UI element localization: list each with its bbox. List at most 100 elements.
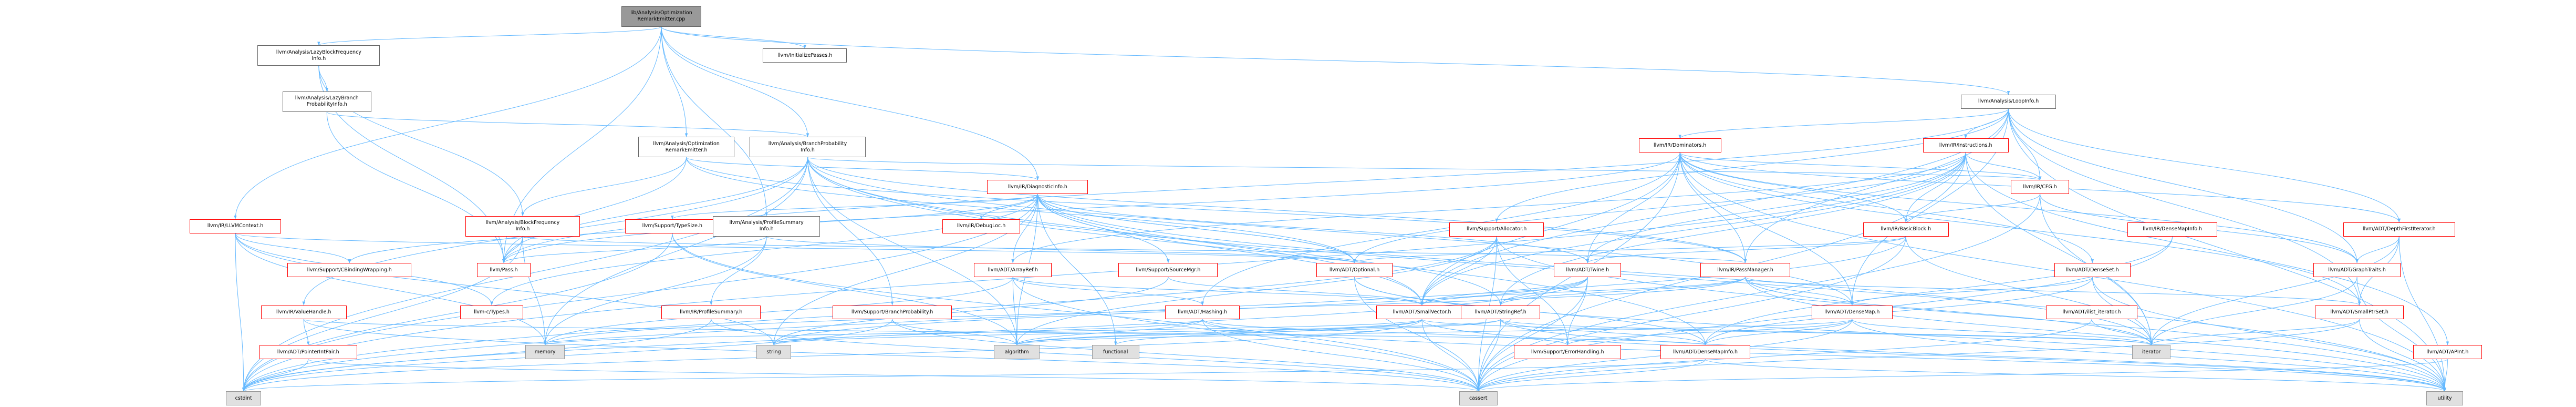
node-profilesummary[interactable]: llvm/IR/ProfileSummary.h bbox=[661, 305, 761, 320]
node-debugloc[interactable]: llvm/IR/DebugLoc.h bbox=[942, 219, 1021, 233]
node-cbinding[interactable]: llvm/Support/CBindingWrapping.h bbox=[287, 263, 412, 277]
edge-cfg-to-basicblock bbox=[1904, 194, 2041, 222]
node-profsummaryinfo[interactable]: llvm/Analysis/ProfileSummary Info.h bbox=[713, 216, 820, 237]
edge-stringref-to-algorithm bbox=[1015, 319, 1501, 345]
edge-depthfirst-to-iterator bbox=[2149, 236, 2400, 345]
node-densemapinfo2[interactable]: llvm/ADT/DenseMapInfo.h bbox=[1660, 345, 1751, 360]
edge-arrayref-to-smallvector bbox=[1012, 277, 1424, 306]
node-depthfirst[interactable]: llvm/ADT/DepthFirstIterator.h bbox=[2343, 222, 2455, 237]
edge-diaginfo-to-optional bbox=[1037, 194, 1356, 263]
node-apint[interactable]: llvm/ADT/APInt.h bbox=[2413, 345, 2482, 360]
edge-dominators-to-denseset bbox=[1679, 152, 2094, 263]
node-pass[interactable]: llvm/Pass.h bbox=[477, 263, 531, 277]
node-algorithm[interactable]: algorithm bbox=[993, 345, 1040, 360]
edge-ilistiterator-to-cassert bbox=[1477, 319, 2092, 392]
edge-root-to-llvmcontext bbox=[234, 26, 662, 219]
edge-twine-to-errorhandling bbox=[1566, 277, 1588, 345]
node-cstdint[interactable]: cstdint bbox=[226, 391, 262, 405]
node-iterator[interactable]: iterator bbox=[2132, 345, 2170, 360]
node-valuehandle[interactable]: llvm/IR/ValueHandle.h bbox=[261, 305, 347, 320]
node-arrayref[interactable]: llvm/ADT/ArrayRef.h bbox=[974, 263, 1052, 277]
edge-root-to-initpasses bbox=[661, 26, 806, 49]
node-llvmcontext[interactable]: llvm/IR/LLVMContext.h bbox=[189, 219, 282, 233]
node-string[interactable]: string bbox=[756, 345, 792, 360]
node-diaginfo[interactable]: llvm/IR/DiagnosticInfo.h bbox=[987, 180, 1088, 195]
node-graphtraits[interactable]: llvm/ADT/GraphTraits.h bbox=[2313, 263, 2401, 277]
edge-ore-to-passmanager bbox=[686, 157, 1747, 263]
node-root[interactable]: lib/Analysis/Optimization RemarkEmitter.… bbox=[621, 6, 701, 27]
edge-bpi-to-passmanager bbox=[807, 157, 1747, 263]
edge-smallvector-to-iterator bbox=[1421, 319, 2153, 345]
node-denseset[interactable]: llvm/ADT/DenseSet.h bbox=[2054, 263, 2131, 277]
edge-instructions-to-twine bbox=[1586, 152, 1966, 263]
node-sourcemgr[interactable]: llvm/Support/SourceMgr.h bbox=[1118, 263, 1218, 277]
edge-instructions-to-cfg bbox=[1965, 152, 2042, 180]
node-ilistiterator[interactable]: llvm/ADT/ilist_iterator.h bbox=[2045, 305, 2138, 320]
node-passmanager[interactable]: llvm/IR/PassManager.h bbox=[1700, 263, 1791, 277]
node-ore[interactable]: llvm/Analysis/Optimization RemarkEmitter… bbox=[638, 137, 735, 158]
edge-root-to-diaginfo bbox=[661, 26, 1040, 180]
edge-denseset-to-utility bbox=[2092, 277, 2446, 392]
edge-densemapinfo2-to-cstdint bbox=[242, 359, 1706, 392]
edge-depthfirst-to-utility bbox=[2398, 236, 2446, 392]
node-hashing[interactable]: llvm/ADT/Hashing.h bbox=[1165, 305, 1240, 320]
edge-stringref-to-utility bbox=[1500, 319, 2446, 392]
edge-lazybpi-to-pass bbox=[326, 111, 505, 263]
edge-loopinfo-to-depthfirst bbox=[2008, 108, 2401, 222]
node-ctypes[interactable]: llvm-c/Types.h bbox=[460, 305, 523, 320]
node-branchprob[interactable]: llvm/Support/BranchProbability.h bbox=[833, 305, 952, 320]
edge-instructions-to-cstdint bbox=[242, 152, 1966, 392]
node-loopinfo[interactable]: llvm/Analysis/LoopInfo.h bbox=[1961, 95, 2056, 109]
node-bpi[interactable]: llvm/Analysis/BranchProbability Info.h bbox=[749, 137, 866, 158]
edge-profsummaryinfo-to-pass bbox=[502, 236, 767, 263]
edge-llvmcontext-to-memory bbox=[235, 233, 547, 345]
edge-smallvector-to-functional bbox=[1114, 319, 1422, 345]
node-errorhandling[interactable]: llvm/Support/ErrorHandling.h bbox=[1514, 345, 1622, 360]
edge-profilesummary-to-cstdint bbox=[242, 319, 712, 392]
edge-branchprob-to-cstdint bbox=[242, 319, 893, 392]
node-blockfreq[interactable]: llvm/Analysis/BlockFrequency Info.h bbox=[465, 216, 580, 237]
edge-llvmcontext-to-string bbox=[235, 233, 775, 345]
edge-twine-to-cassert bbox=[1477, 277, 1588, 392]
edge-sourcemgr-to-string bbox=[772, 277, 1169, 345]
node-lazybpi[interactable]: llvm/Analysis/LazyBranch ProbabilityInfo… bbox=[282, 91, 371, 112]
node-cassert[interactable]: cassert bbox=[1459, 391, 1498, 405]
node-initpasses[interactable]: llvm/InitializePasses.h bbox=[763, 48, 847, 63]
edge-bpi-to-cfg bbox=[807, 157, 2041, 180]
edge-bpi-to-algorithm bbox=[807, 157, 1019, 345]
node-densemap[interactable]: llvm/ADT/DenseMap.h bbox=[1811, 305, 1893, 320]
edge-dominators-to-cfg bbox=[1679, 152, 2042, 180]
edge-llvmcontext-to-cstdint bbox=[235, 233, 245, 392]
node-typesize[interactable]: llvm/Support/TypeSize.h bbox=[625, 219, 720, 233]
edge-sourcemgr-to-smallvector bbox=[1168, 277, 1424, 306]
node-instructions[interactable]: llvm/IR/Instructions.h bbox=[1923, 138, 2009, 153]
node-lazybfi[interactable]: llvm/Analysis/LazyBlockFrequency Info.h bbox=[257, 45, 380, 66]
node-functional[interactable]: functional bbox=[1092, 345, 1139, 360]
node-memory[interactable]: memory bbox=[525, 345, 565, 360]
edge-apint-to-cassert bbox=[1477, 359, 2448, 392]
node-cfg[interactable]: llvm/IR/CFG.h bbox=[2011, 180, 2069, 195]
node-twine[interactable]: llvm/ADT/Twine.h bbox=[1554, 263, 1622, 277]
edge-densemap-to-iterator bbox=[1852, 319, 2153, 345]
edge-basicblock-to-cassert bbox=[1477, 236, 1906, 392]
edge-loopinfo-to-graphtraits bbox=[2008, 108, 2359, 263]
edge-twine-to-stringref bbox=[1499, 277, 1588, 306]
edge-root-to-ore bbox=[661, 26, 688, 137]
node-ptrintpair[interactable]: llvm/ADT/PointerIntPair.h bbox=[259, 345, 357, 360]
node-smallptrset[interactable]: llvm/ADT/SmallPtrSet.h bbox=[2315, 305, 2404, 320]
edge-arrayref-to-algorithm bbox=[1012, 277, 1019, 345]
edge-loopinfo-to-dominators bbox=[1678, 108, 2009, 139]
edge-lazybpi-to-bpi bbox=[326, 111, 809, 137]
node-utility[interactable]: utility bbox=[2426, 391, 2464, 405]
edge-ore-to-diaginfo bbox=[686, 157, 1039, 180]
node-basicblock[interactable]: llvm/IR/BasicBlock.h bbox=[1863, 222, 1949, 237]
node-allocator[interactable]: llvm/Support/Allocator.h bbox=[1449, 222, 1544, 237]
node-smallvector[interactable]: llvm/ADT/SmallVector.h bbox=[1376, 305, 1468, 320]
node-stringref[interactable]: llvm/ADT/StringRef.h bbox=[1461, 305, 1541, 320]
edge-instructions-to-basicblock bbox=[1904, 152, 1966, 222]
edge-basicblock-to-optional bbox=[1353, 236, 1906, 263]
node-optional[interactable]: llvm/ADT/Optional.h bbox=[1316, 263, 1393, 277]
edge-allocator-to-algorithm bbox=[1015, 236, 1497, 345]
node-densemapinfo[interactable]: llvm/IR/DenseMapInfo.h bbox=[2127, 222, 2218, 237]
node-dominators[interactable]: llvm/IR/Dominators.h bbox=[1638, 138, 1721, 153]
